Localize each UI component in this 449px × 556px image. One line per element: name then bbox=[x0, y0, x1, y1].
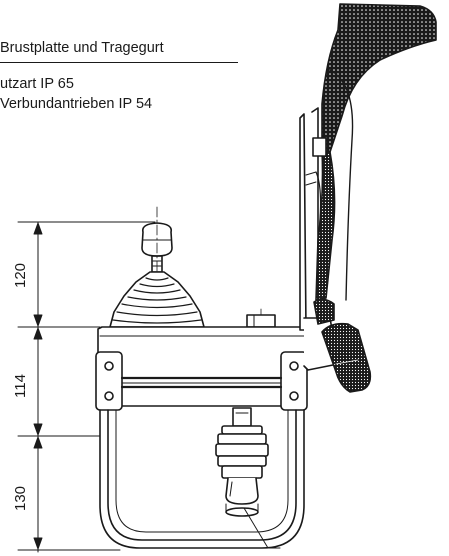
caption-underline bbox=[0, 62, 238, 63]
push-button bbox=[246, 308, 276, 328]
caption-line-compound-drives: Verbundantrieben IP 54 bbox=[0, 96, 153, 112]
dimension-lines bbox=[17, 221, 156, 553]
cable-gland bbox=[215, 407, 281, 549]
dimension-label-114: 114 bbox=[12, 374, 29, 398]
caption-title: Brustplatte und Tragegurt bbox=[0, 40, 164, 56]
carrying-strap bbox=[299, 3, 437, 393]
control-housing bbox=[95, 326, 308, 411]
u-frame bbox=[99, 409, 305, 549]
dimension-label-120: 120 bbox=[12, 263, 29, 288]
caption-line-protection-class: utzart IP 65 bbox=[0, 76, 74, 92]
dimension-label-130: 130 bbox=[12, 486, 29, 511]
